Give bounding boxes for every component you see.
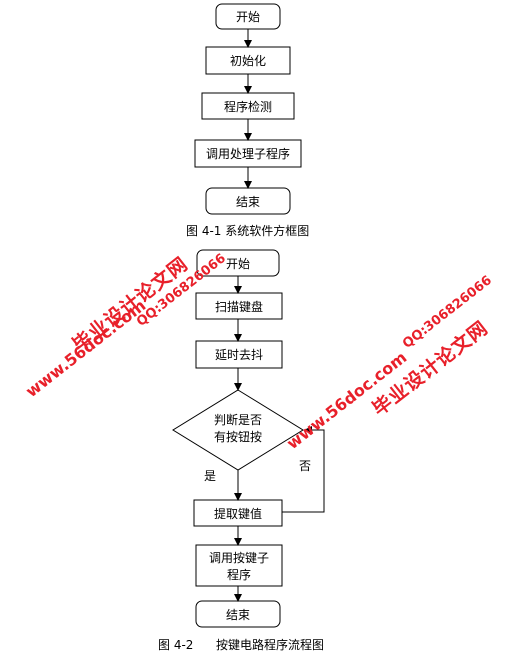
d2-caption-number: 图 4-2	[158, 638, 193, 652]
d2-end-label: 结束	[226, 608, 250, 622]
d1-end-label: 结束	[236, 195, 260, 209]
d2-end-node	[195, 600, 281, 628]
d2-caption-text: 按键电路程序流程图	[216, 637, 324, 652]
d1-caption: 图 4-1 系统软件方框图	[186, 223, 309, 238]
d2-loop-no	[282, 426, 325, 513]
d2-yes-label: 是	[204, 469, 216, 483]
d1-end-node	[205, 187, 291, 215]
d2-scan-label: 扫描键盘	[215, 299, 263, 314]
d2-call-label-1: 调用按键子	[209, 551, 269, 565]
d2-no-label: 否	[299, 459, 311, 473]
d2-decision-label-1: 判断是否	[214, 412, 262, 427]
d1-check-label: 程序检测	[224, 99, 272, 114]
d1-call-label: 调用处理子程序	[206, 146, 290, 161]
d2-start-label: 开始	[226, 257, 250, 271]
d2-debounce-label: 延时去抖	[215, 348, 263, 362]
d2-decision-label-2: 有按钮按	[214, 429, 262, 444]
diagram-system-software: 开始 初始化 程序检测 调用处理子程序 结束 图 4-1 系统软件方框图	[186, 3, 309, 238]
d2-debounce-node	[195, 340, 283, 369]
d1-init-label: 初始化	[230, 54, 266, 68]
d2-call-label-2: 程序	[227, 567, 251, 582]
d2-call-node	[195, 544, 283, 587]
d2-fetch-label: 提取键值	[214, 506, 262, 521]
diagram-key-circuit: 开始 扫描键盘 延时去抖 判断是否 有按钮按 是 否 提取键值 调用按键子 程序	[158, 249, 325, 652]
d2-scan-node	[195, 292, 283, 320]
d1-start-label: 开始	[236, 10, 260, 24]
